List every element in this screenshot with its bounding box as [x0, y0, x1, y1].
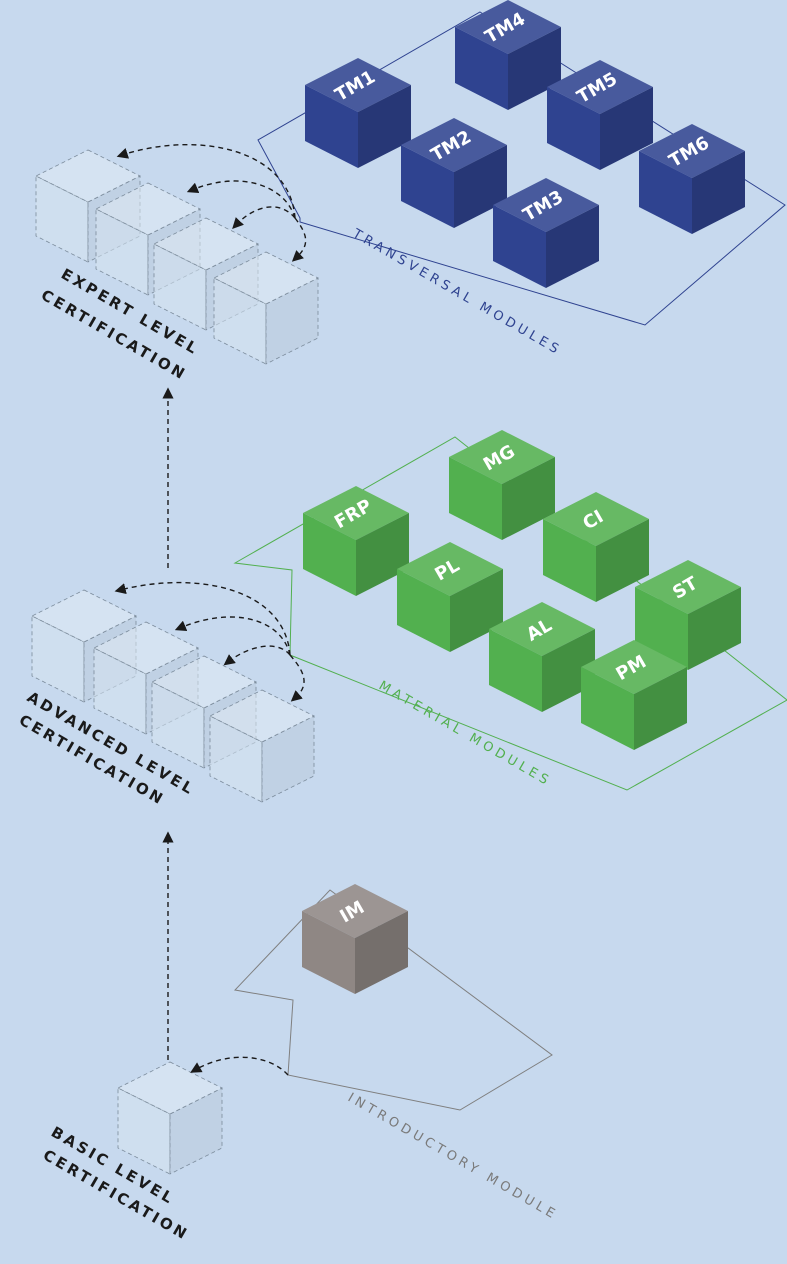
introductory-title: INTRODUCTORY MODULE	[345, 1090, 561, 1223]
expert-level-cubes	[35, 149, 319, 365]
material-flow-arrows	[114, 581, 305, 702]
cube-right-face	[355, 911, 408, 994]
cube-right-face	[600, 87, 653, 170]
cube-left-face	[449, 457, 502, 540]
cube-right-face	[546, 205, 599, 288]
module-cube-mg: MG	[449, 430, 555, 540]
cube-left-face	[302, 911, 355, 994]
cube-left-face	[581, 667, 634, 750]
module-cube-ci: CI	[543, 492, 649, 602]
ghost-cube	[117, 1061, 223, 1175]
module-cube-pl: PL	[397, 542, 503, 652]
cube-left-face	[305, 85, 358, 168]
advanced-level-cubes	[31, 589, 315, 803]
module-cube-tm4: TM4	[455, 0, 561, 110]
cube-left-face	[489, 629, 542, 712]
module-cube-tm5: TM5	[547, 60, 653, 170]
module-cube-tm3: TM3	[493, 178, 599, 288]
module-cube-st: ST	[635, 560, 741, 670]
module-cube-im: IM	[302, 884, 408, 994]
module-cube-tm2: TM2	[401, 118, 507, 228]
transversal-flow-arrows	[116, 144, 307, 262]
cube-right-face	[502, 457, 555, 540]
cube-left-face	[455, 27, 508, 110]
cube-right-face	[358, 85, 411, 168]
cube-right-face	[688, 587, 741, 670]
cube-left-face	[639, 151, 692, 234]
ghost-cube	[209, 689, 315, 803]
cube-left-face	[401, 145, 454, 228]
module-cube-tm1: TM1	[305, 58, 411, 168]
cube-right-face	[596, 519, 649, 602]
transversal-region	[257, 11, 786, 326]
cube-left-face	[547, 87, 600, 170]
cube-left-face	[303, 513, 356, 596]
cube-right-face	[692, 151, 745, 234]
module-cube-al: AL	[489, 602, 595, 712]
basic-level-cube	[117, 1061, 223, 1175]
module-cube-tm6: TM6	[639, 124, 745, 234]
module-cube-pm: PM	[581, 640, 687, 750]
cube-left-face	[543, 519, 596, 602]
module-cube-frp: FRP	[303, 486, 409, 596]
introductory-flow-arrow	[190, 1056, 289, 1076]
cube-right-face	[634, 667, 687, 750]
cube-right-face	[356, 513, 409, 596]
introductory-modules: IM	[302, 884, 408, 994]
cube-left-face	[493, 205, 546, 288]
cube-left-face	[397, 569, 450, 652]
ghost-cube	[213, 251, 319, 365]
